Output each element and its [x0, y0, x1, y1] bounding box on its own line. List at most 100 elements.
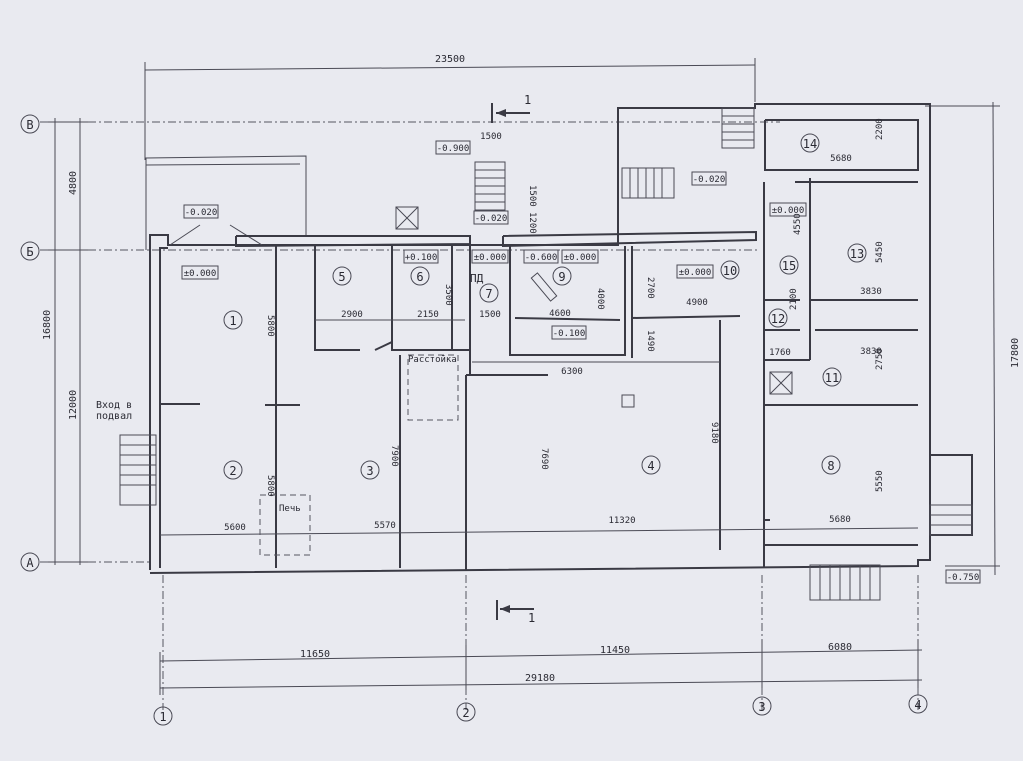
- dim-label: 5570: [374, 521, 396, 531]
- axis-label-v: В: [26, 118, 33, 132]
- room-number: 12: [771, 312, 785, 326]
- axis-marker-4: [908, 694, 928, 714]
- dim-label: 1760: [769, 348, 791, 358]
- axis-marker-a: [20, 552, 40, 572]
- dim-label: 2100: [789, 288, 799, 310]
- oven-label: Печь: [279, 504, 301, 514]
- room-number: 1: [229, 314, 236, 328]
- dim-label: 7900: [389, 445, 399, 467]
- level-mark: -0.020: [185, 208, 218, 218]
- room-number: 7: [485, 287, 492, 301]
- dim-bottom-1: 11650: [300, 649, 330, 660]
- stairs-and-fixtures: [119, 107, 973, 601]
- room-number: 3: [366, 464, 373, 478]
- dim-right-outer: 17800: [1010, 338, 1021, 368]
- dim-label: 9180: [709, 422, 719, 444]
- room-number: 9: [558, 270, 565, 284]
- dim-label: 5800: [265, 475, 275, 497]
- level-mark: ±0.000: [772, 206, 805, 216]
- dim-label: 7690: [539, 448, 549, 470]
- dimension-lines: 23500 16800 4800 12000 17800 11650 11450…: [42, 54, 1021, 695]
- room-number: 10: [723, 264, 737, 278]
- axis-label-4: 4: [914, 698, 921, 712]
- dim-bottom-2: 11450: [600, 645, 630, 656]
- dim-label: 1500: [479, 310, 501, 320]
- room-number: 2: [229, 464, 236, 478]
- dim-label: 11320: [608, 516, 635, 526]
- dim-label: 5680: [830, 154, 852, 164]
- entrance-label-line2: подвал: [96, 411, 132, 422]
- dim-label: 2700: [645, 277, 655, 299]
- dim-left-b: 4800: [68, 171, 79, 195]
- level-mark: ±0.000: [564, 253, 597, 263]
- dim-bottom-3: 6080: [828, 642, 852, 653]
- room-number: 14: [803, 137, 817, 151]
- level-mark: -0.100: [553, 329, 586, 339]
- axis-label-2: 2: [462, 706, 469, 720]
- axis-label-b: Б: [26, 245, 33, 259]
- section-marks: 1 1: [491, 93, 535, 625]
- proofer-label: Расстойка: [408, 355, 457, 365]
- dim-label: 5680: [829, 515, 851, 525]
- level-mark: -0.900: [437, 144, 470, 154]
- axis-label-1: 1: [159, 710, 166, 724]
- axis-marker-v: [20, 114, 40, 134]
- dim-label: 5800: [265, 315, 275, 337]
- dim-label: 1200: [527, 212, 537, 234]
- axis-marker-b: [20, 241, 40, 261]
- section-mark-top: 1: [524, 93, 531, 107]
- level-mark: +0.100: [405, 253, 438, 263]
- axis-marker-2: [456, 702, 476, 722]
- section-mark-bottom: 1: [528, 611, 535, 625]
- dim-top-total: 23500: [435, 54, 465, 65]
- dim-label: 2150: [417, 310, 439, 320]
- room-numbers: 1 2 3 4 5 6 7 8 9 10 11 12 13 14 15: [223, 133, 867, 480]
- dim-label: 1500: [527, 185, 537, 207]
- dim-left-a: 12000: [68, 390, 79, 420]
- level-mark: -0.020: [475, 214, 508, 224]
- dim-label: 3830: [860, 347, 882, 357]
- dim-label: 5550: [875, 470, 885, 492]
- dim-label: 2750: [875, 348, 885, 370]
- axis-label-3: 3: [758, 700, 765, 714]
- dim-label: 4550: [793, 213, 803, 235]
- text-labels: Вход в подвал Расстойка Печь ПД: [96, 272, 484, 514]
- dim-label: 5450: [875, 241, 885, 263]
- interior-dimensions: 1500 1500 1200 5800 5800 2900 2150 3500 …: [224, 118, 885, 533]
- walls: [145, 103, 931, 574]
- dim-label: 1500: [480, 132, 502, 142]
- room-number: 13: [850, 247, 864, 261]
- dim-label: 5600: [224, 523, 246, 533]
- axis-marker-3: [752, 696, 772, 716]
- room-number: 5: [338, 270, 345, 284]
- dim-label: 3830: [860, 287, 882, 297]
- dim-label: 1490: [645, 330, 655, 352]
- dim-left-outer: 16800: [42, 310, 53, 340]
- pd-label: ПД: [470, 272, 484, 285]
- room-number: 11: [825, 371, 839, 385]
- level-mark: ±0.000: [184, 269, 217, 279]
- room-number: 8: [827, 459, 834, 473]
- room-number: 4: [647, 459, 654, 473]
- dim-label: 2900: [341, 310, 363, 320]
- dim-label: 3500: [443, 284, 453, 306]
- level-mark: -0.750: [947, 573, 980, 583]
- room-number: 15: [782, 259, 796, 273]
- dim-label: 4900: [686, 298, 708, 308]
- dim-label: 6300: [561, 367, 583, 377]
- level-mark: ±0.000: [679, 268, 712, 278]
- room-number: 6: [416, 270, 423, 284]
- level-marks: -0.900 -0.020 -0.020 -0.020 ±0.000 +0.10…: [181, 140, 981, 584]
- level-mark: ±0.000: [474, 253, 507, 263]
- dim-label: 4600: [549, 309, 571, 319]
- axis-label-a: А: [26, 556, 34, 570]
- dim-label: 2200: [875, 118, 885, 140]
- dim-label: 4000: [595, 288, 605, 310]
- axis-marker-1: [153, 706, 173, 726]
- entrance-label-line1: Вход в: [96, 400, 132, 411]
- dim-bottom-total: 29180: [525, 673, 555, 684]
- level-mark: -0.600: [525, 253, 558, 263]
- level-mark: -0.020: [693, 175, 726, 185]
